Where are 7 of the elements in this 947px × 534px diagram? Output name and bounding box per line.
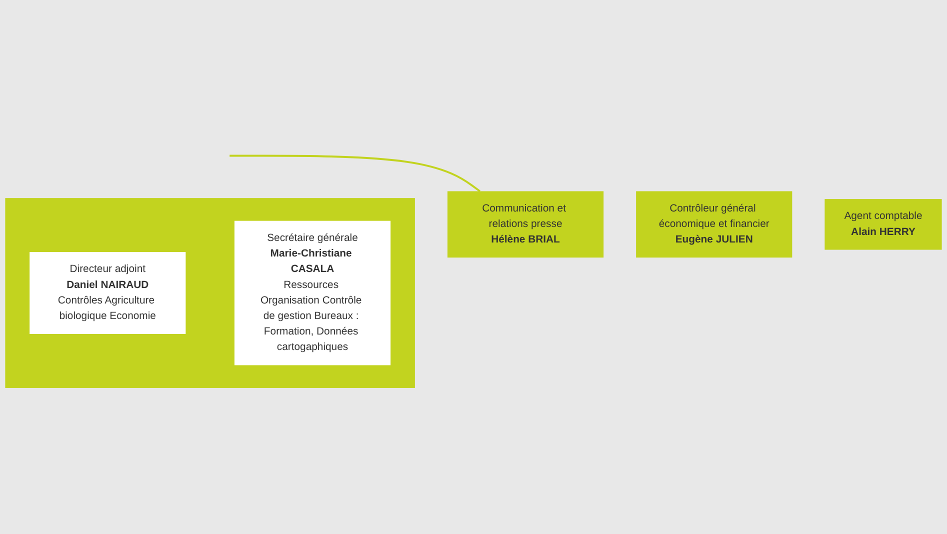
node-box: Communication et relations presse Hélène BRIAL xyxy=(447,191,604,258)
node-box: Agent comptable Alain HERRY xyxy=(824,199,942,250)
node-box: Directeur adjoint Daniel NAIRAUD Contrôles Agriculture biologique Economie xyxy=(30,252,186,334)
node-box: Secrétaire générale Marie-Christiane CASALA Ressources Organisation Contrôle de gestion Bureaux : Formation, Données cartogaphiques xyxy=(234,220,391,366)
node-box: Contrôleur général économique et financier Eugène JULIEN xyxy=(636,191,792,258)
cluster xyxy=(5,198,415,388)
connector xyxy=(230,154,480,192)
